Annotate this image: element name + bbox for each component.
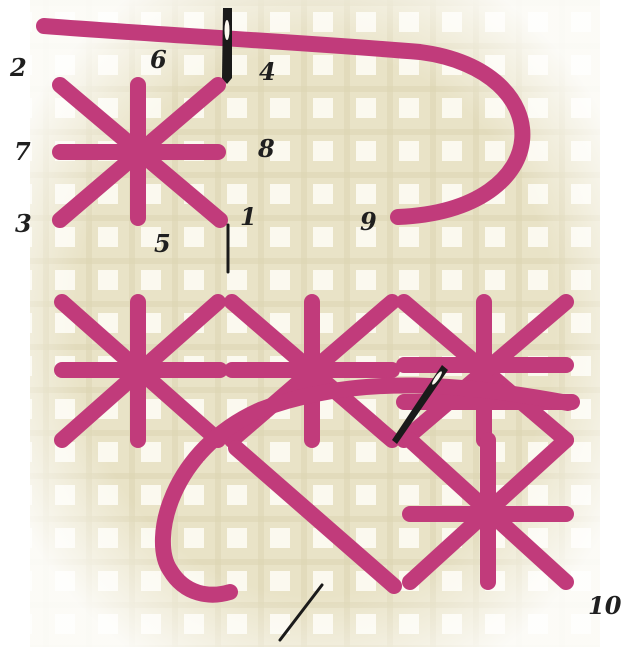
label-10: 10 bbox=[588, 594, 621, 618]
needle-icon bbox=[222, 8, 232, 84]
label-4: 4 bbox=[259, 60, 276, 84]
label-5: 5 bbox=[154, 232, 171, 256]
label-8: 8 bbox=[258, 137, 275, 161]
needle-eye bbox=[225, 20, 230, 40]
needle-1 bbox=[222, 8, 232, 84]
label-1: 1 bbox=[240, 205, 257, 229]
label-9: 9 bbox=[360, 210, 377, 234]
label-7: 7 bbox=[14, 140, 31, 164]
label-3: 3 bbox=[15, 212, 32, 236]
label-2: 2 bbox=[10, 56, 27, 80]
label-6: 6 bbox=[150, 48, 167, 72]
